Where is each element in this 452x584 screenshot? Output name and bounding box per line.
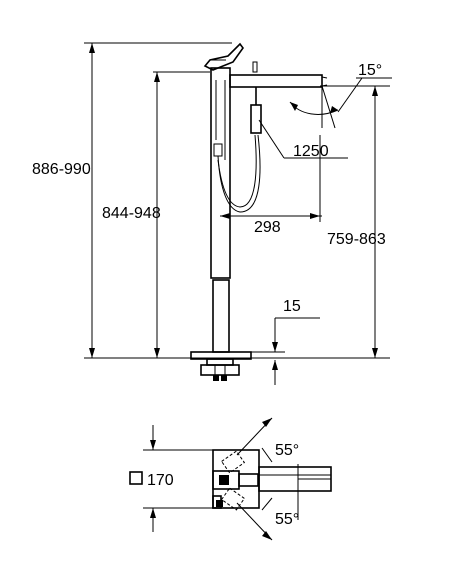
spout-reach-dimension <box>220 135 322 222</box>
rotated-lever-positions <box>212 450 246 511</box>
spout <box>229 61 328 88</box>
outlet-height-dimension <box>372 86 378 358</box>
hose-length-label: 1250 <box>293 143 329 160</box>
total-height-dimension <box>89 43 95 358</box>
hose-length-leader <box>258 119 348 159</box>
floor-base <box>190 351 252 381</box>
rotation-top-label: 55° <box>275 442 299 459</box>
mixer-lever <box>203 42 244 71</box>
spout-height-label: 844-948 <box>102 205 161 222</box>
plan-view: 170 55° 55° <box>129 417 332 541</box>
rotation-bottom-label: 55° <box>275 511 299 528</box>
spout-angle-label: 15° <box>358 62 382 79</box>
base-offset-label: 15 <box>283 298 301 315</box>
base-offset-dimension <box>251 317 320 385</box>
base-size-label: 170 <box>147 472 174 489</box>
total-height-label: 886-990 <box>32 161 91 178</box>
side-elevation-view: 886-990 844-948 759-863 1250 298 15 15° <box>32 42 392 385</box>
base-size-dimension <box>129 425 213 532</box>
faucet-column <box>210 67 231 353</box>
square-symbol-icon <box>129 471 143 485</box>
spout-angle-indicator <box>289 77 392 129</box>
spout-reach-label: 298 <box>254 219 281 236</box>
outlet-height-label: 759-863 <box>327 231 386 248</box>
hand-shower <box>213 87 262 213</box>
spout-height-dimension <box>154 72 160 358</box>
